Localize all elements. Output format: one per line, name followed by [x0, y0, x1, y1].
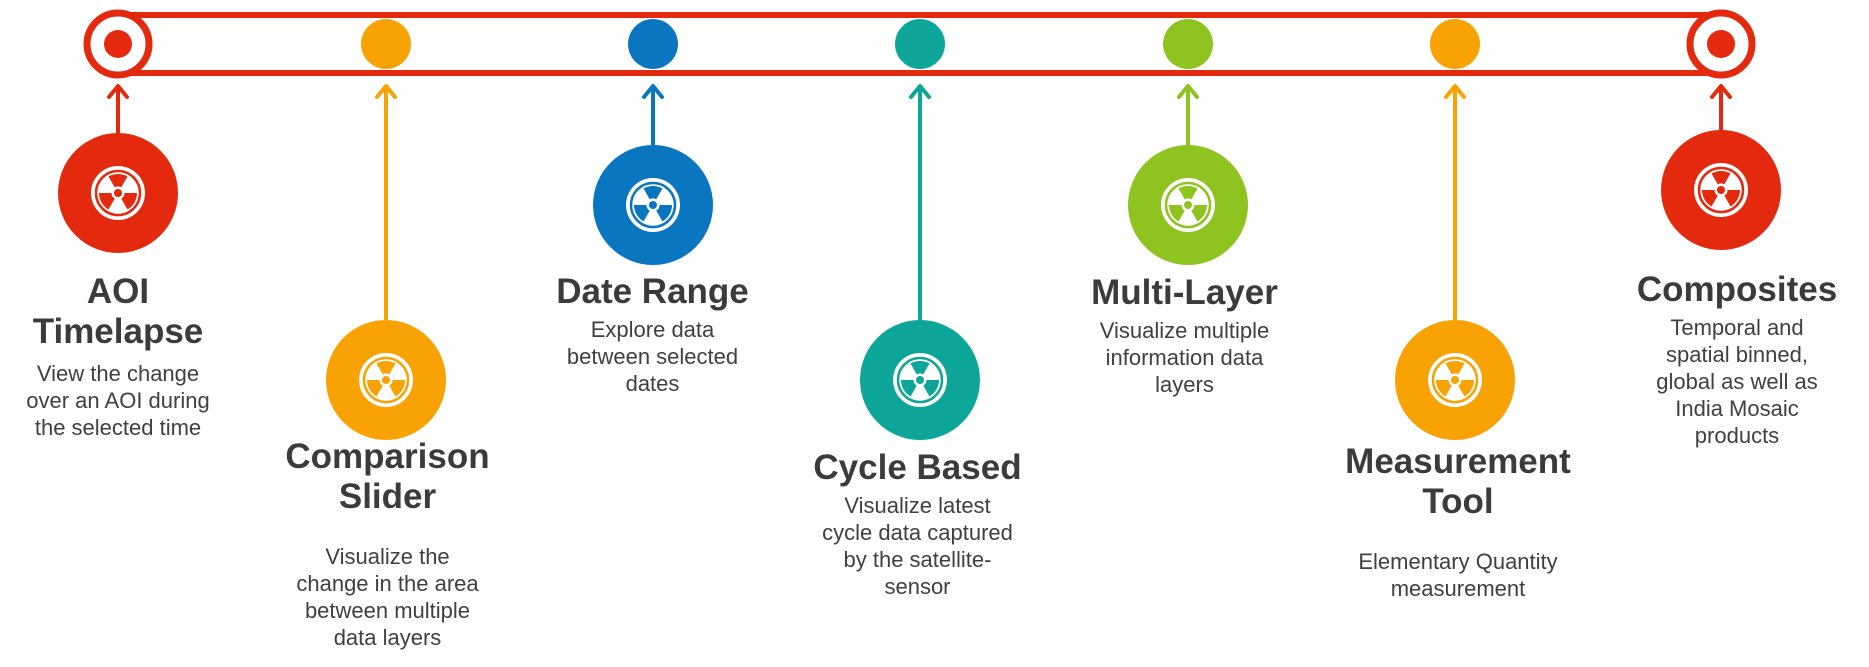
- arrowhead-composites: [1710, 84, 1732, 99]
- feature-label-composites: Composites Temporal and spatial binned, …: [1605, 270, 1869, 449]
- radiation-icon: [1428, 353, 1482, 407]
- feature-label-comparison-slider: Comparison Slider Visualize the change i…: [255, 437, 520, 651]
- arrowhead-cycle-based: [909, 84, 931, 99]
- feature-title: Date Range: [556, 272, 749, 311]
- feature-label-measurement-tool: Measurement Tool Elementary Quantity mea…: [1313, 442, 1603, 602]
- arrowhead-comparison-slider: [375, 84, 397, 99]
- feature-label-date-range: Date Range Explore data between selected…: [520, 272, 785, 397]
- timeline-end-dot-aoi-timelapse: [104, 30, 132, 58]
- feature-description: Visualize latest cycle data captured by …: [822, 493, 1013, 599]
- feature-description: Elementary Quantity measurement: [1358, 549, 1558, 601]
- timeline-end-dot-composites: [1707, 30, 1735, 58]
- feature-title: Measurement Tool: [1345, 442, 1571, 521]
- arrowhead-measurement-tool: [1444, 84, 1466, 99]
- feature-title: Cycle Based: [813, 448, 1022, 487]
- feature-description: View the change over an AOI during the s…: [26, 361, 210, 440]
- radiation-icon: [1694, 163, 1748, 217]
- arrowhead-aoi-timelapse: [107, 84, 129, 99]
- timeline-dot-date-range: [628, 19, 678, 69]
- radiation-icon: [626, 178, 680, 232]
- radiation-icon: [1161, 178, 1215, 232]
- timeline-dot-cycle-based: [895, 19, 945, 69]
- feature-label-cycle-based: Cycle Based Visualize latest cycle data …: [785, 448, 1050, 600]
- arrowhead-date-range: [642, 84, 664, 99]
- feature-title: AOI Timelapse: [32, 272, 204, 351]
- feature-label-aoi-timelapse: AOI Timelapse View the change over an AO…: [0, 272, 238, 441]
- timeline-dot-comparison-slider: [361, 19, 411, 69]
- timeline-dot-measurement-tool: [1430, 19, 1480, 69]
- radiation-icon: [91, 166, 145, 220]
- feature-description: Visualize multiple information data laye…: [1099, 318, 1270, 397]
- feature-description: Visualize the change in the area between…: [296, 544, 479, 650]
- radiation-icon: [893, 353, 947, 407]
- feature-description: Explore data between selected dates: [566, 317, 739, 396]
- feature-title: Comparison Slider: [285, 437, 490, 516]
- feature-title: Multi-Layer: [1091, 273, 1278, 312]
- timeline-dot-multi-layer: [1163, 19, 1213, 69]
- feature-description: Temporal and spatial binned, global as w…: [1656, 315, 1818, 448]
- arrowhead-multi-layer: [1177, 84, 1199, 99]
- radiation-icon: [359, 353, 413, 407]
- feature-title: Composites: [1636, 270, 1838, 309]
- feature-label-multi-layer: Multi-Layer Visualize multiple informati…: [1052, 273, 1317, 398]
